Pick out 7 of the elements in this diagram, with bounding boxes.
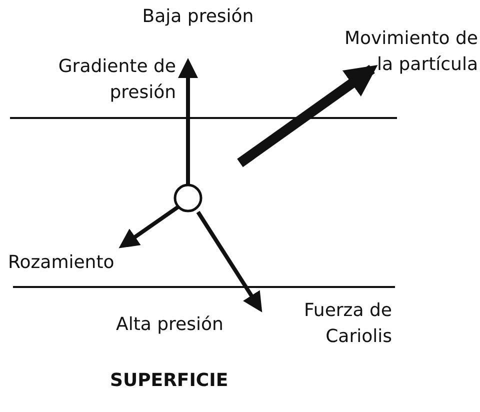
- pressure-label: Baja presión: [141, 5, 255, 29]
- force-label: Fuerza de Cariolis: [303, 299, 392, 349]
- motion-label: Movimiento de la partícula: [343, 27, 478, 77]
- pressure-label: Alta presión: [116, 313, 224, 337]
- force-label: Gradiente de presión: [57, 55, 176, 105]
- surface-label: SUPERFICIE: [110, 369, 230, 393]
- force-label: Rozamiento: [8, 251, 116, 275]
